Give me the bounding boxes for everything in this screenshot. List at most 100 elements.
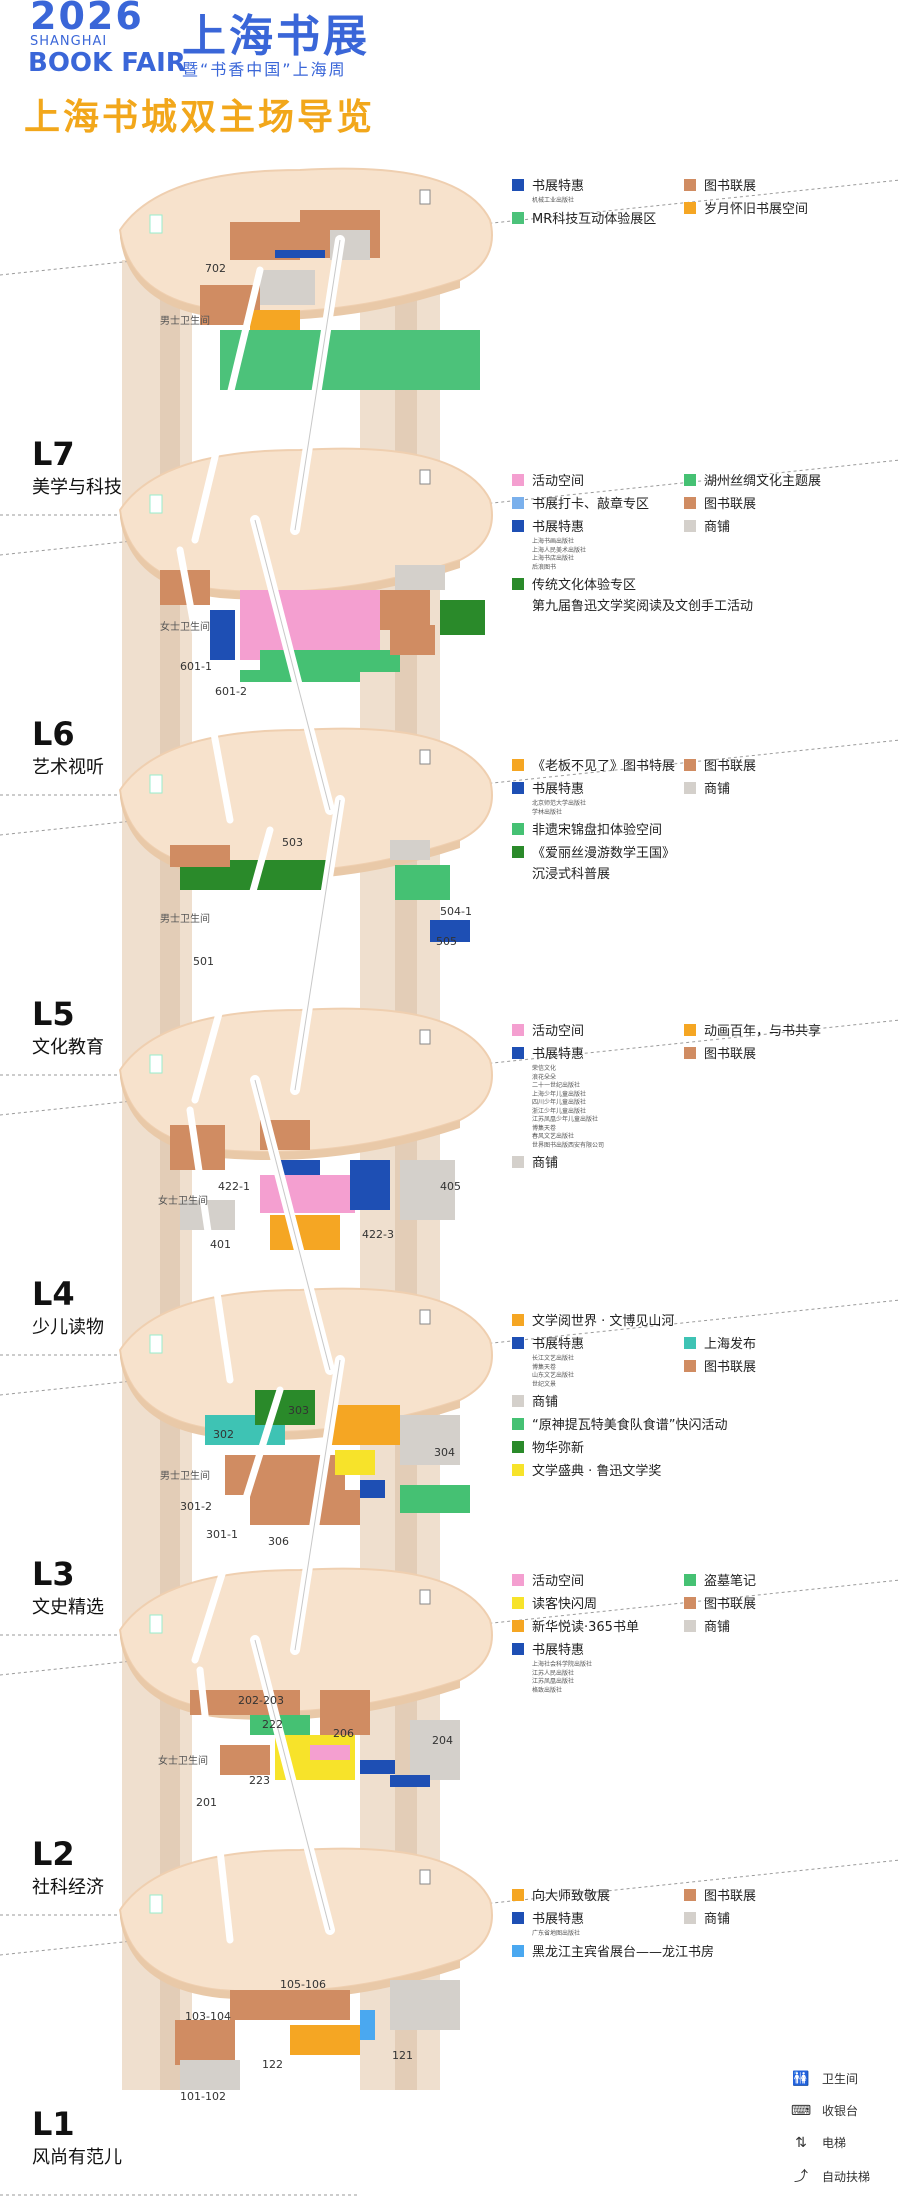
restroom-label: 女士卫生间 — [160, 622, 210, 633]
room-number: 206 — [333, 1727, 354, 1740]
escalator-tube — [191, 1386, 284, 1664]
room-number: 422-3 — [362, 1228, 394, 1241]
legend-swatch — [684, 179, 696, 191]
publisher-name: 机械工业出版社 — [532, 197, 575, 204]
legend-item: 图书联展 — [684, 175, 756, 194]
zone-book_alliance — [175, 2020, 235, 2065]
room-number: 405 — [440, 1180, 461, 1193]
room-number: 121 — [392, 2049, 413, 2062]
legend-swatch — [684, 1360, 696, 1372]
legend-swatch — [684, 1337, 696, 1349]
room-number: 103-104 — [185, 2010, 231, 2023]
zone-book_alliance — [190, 1690, 300, 1715]
zone-book_special — [390, 1775, 430, 1787]
elevator-icon — [419, 1029, 431, 1045]
legend-label: 文学阅世界 · 文博见山河 — [532, 1314, 675, 1329]
legend-item: 活动空间 — [512, 1020, 584, 1039]
legend-item: 湖州丝绸文化主题展 — [684, 470, 821, 489]
fair-english: BOOK FAIR — [28, 48, 186, 78]
zone-heilongjiang — [360, 2010, 375, 2040]
legend-swatch — [512, 474, 524, 486]
zone-nostalgia — [270, 1215, 340, 1250]
legend-swatch — [684, 759, 696, 771]
zone-shop — [400, 1160, 455, 1220]
brand-title: 上海书展 — [182, 11, 370, 62]
floor-name: 风尚有范儿 — [32, 2147, 122, 2168]
floor-name: 艺术视听 — [32, 757, 104, 778]
publisher-name: 上海人民美术出版社 — [532, 546, 587, 554]
legend-item: 图书联展 — [684, 1885, 756, 1904]
legend-swatch — [512, 1597, 524, 1609]
publisher-name: 世界图书出版西安有限公司 — [532, 1141, 605, 1149]
legend-publishers: 长江文艺出版社博集天卷山东文艺出版社世纪文景 — [532, 1355, 584, 1389]
legend-swatch — [512, 1337, 524, 1349]
city-english: SHANGHAI — [30, 34, 108, 49]
legend-item: 非遗宋锦盘扣体验空间 — [512, 819, 662, 838]
facility-elevator: ⇅电梯 — [790, 2134, 846, 2151]
restroom-label: 男士卫生间 — [160, 316, 210, 327]
facility-cashier: ⌨收银台 — [790, 2103, 859, 2119]
legend-label: 活动空间 — [532, 1574, 585, 1589]
floor-code: L5 — [32, 995, 75, 1033]
legend-item: 商铺 — [684, 1908, 730, 1927]
legend-item: 活动空间 — [512, 470, 584, 489]
legend-swatch — [512, 782, 524, 794]
legend-label: 向大师致敬展 — [532, 1889, 611, 1904]
legend-label: 图书联展 — [704, 179, 757, 194]
restroom-icon — [149, 1054, 163, 1074]
publisher-name: 上海少年儿童出版社 — [532, 1090, 587, 1098]
legend-swatch — [684, 1047, 696, 1059]
legend-swatch — [512, 1314, 524, 1326]
legend-swatch — [512, 846, 524, 858]
legend-item: 黑龙江主宾省展台——龙江书房 — [512, 1941, 714, 1960]
legend-swatch — [512, 1024, 524, 1036]
elevator-icon — [419, 1309, 431, 1325]
room-number: 422-1 — [218, 1180, 250, 1193]
zone-book_special — [360, 1760, 395, 1774]
legend-publishers: 上海社会科学院出版社江苏人民出版社江苏凤凰出版社格致出版社 — [532, 1661, 592, 1695]
room-number: 301-2 — [180, 1500, 212, 1513]
room-number: 401 — [210, 1238, 231, 1251]
legend-item: 传统文化体验专区第九届鲁迅文学奖阅读及文创手工活动 — [512, 574, 753, 614]
legend-swatch — [512, 1912, 524, 1924]
legend-sublabel: 第九届鲁迅文学奖阅读及文创手工活动 — [532, 599, 754, 614]
room-number: 306 — [268, 1535, 289, 1548]
floor-name: 文史精选 — [32, 1597, 104, 1618]
legend-swatch — [512, 211, 524, 224]
legend-item: 读客快闪周 — [512, 1593, 597, 1612]
publisher-name: 广东省地图出版社 — [532, 1930, 581, 1937]
room-number: 301-1 — [206, 1528, 238, 1541]
legend-item: 文学阅世界 · 文博见山河 — [512, 1310, 674, 1329]
legend-swatch — [512, 1574, 524, 1586]
legend-item: 商铺 — [684, 1616, 730, 1635]
legend-label: 商铺 — [704, 782, 731, 797]
legend-label: 黑龙江主宾省展台——龙江书房 — [532, 1944, 715, 1960]
escalator-tube-edge — [254, 1639, 331, 1931]
publisher-name: 山东文艺出版社 — [532, 1372, 575, 1379]
legend-swatch — [512, 1643, 524, 1655]
publisher-name: 四川少年儿童出版社 — [532, 1099, 587, 1106]
legend-item: 文学盛典 · 鲁迅文学奖 — [512, 1460, 661, 1479]
legend-item: 岁月怀旧书展空间 — [684, 198, 808, 217]
zone-shop — [400, 1415, 460, 1465]
legend-label: 《爱丽丝漫游数学王国》 — [532, 846, 676, 861]
legend-item: 书展特惠北京师范大学出版社学林出版社 — [512, 778, 586, 817]
publisher-name: 学林出版社 — [532, 808, 563, 816]
legend-swatch — [512, 578, 524, 590]
zone-shop — [390, 840, 430, 860]
legend-swatch — [684, 1597, 696, 1609]
zone-shop — [180, 2060, 240, 2090]
legend-item: 动画百年，与书共享 — [684, 1020, 821, 1039]
publisher-name: 博集天卷 — [532, 1363, 557, 1371]
legend-swatch — [512, 1620, 524, 1632]
legend-label: 商铺 — [704, 520, 731, 535]
zone-book_special — [275, 1160, 320, 1178]
floor-l3 — [118, 1287, 493, 1525]
room-number: 105-106 — [280, 1978, 326, 1991]
legend-label: 书展特惠 — [532, 782, 585, 797]
publisher-name: 浙江少年儿童出版社 — [532, 1107, 587, 1115]
header: 2026 SHANGHAI BOOK FAIR 上海书展 暨“书香中国”上海周 … — [0, 0, 900, 150]
brand-subtitle: 暨“书香中国”上海周 — [182, 60, 347, 79]
floor-code: L7 — [32, 435, 75, 473]
